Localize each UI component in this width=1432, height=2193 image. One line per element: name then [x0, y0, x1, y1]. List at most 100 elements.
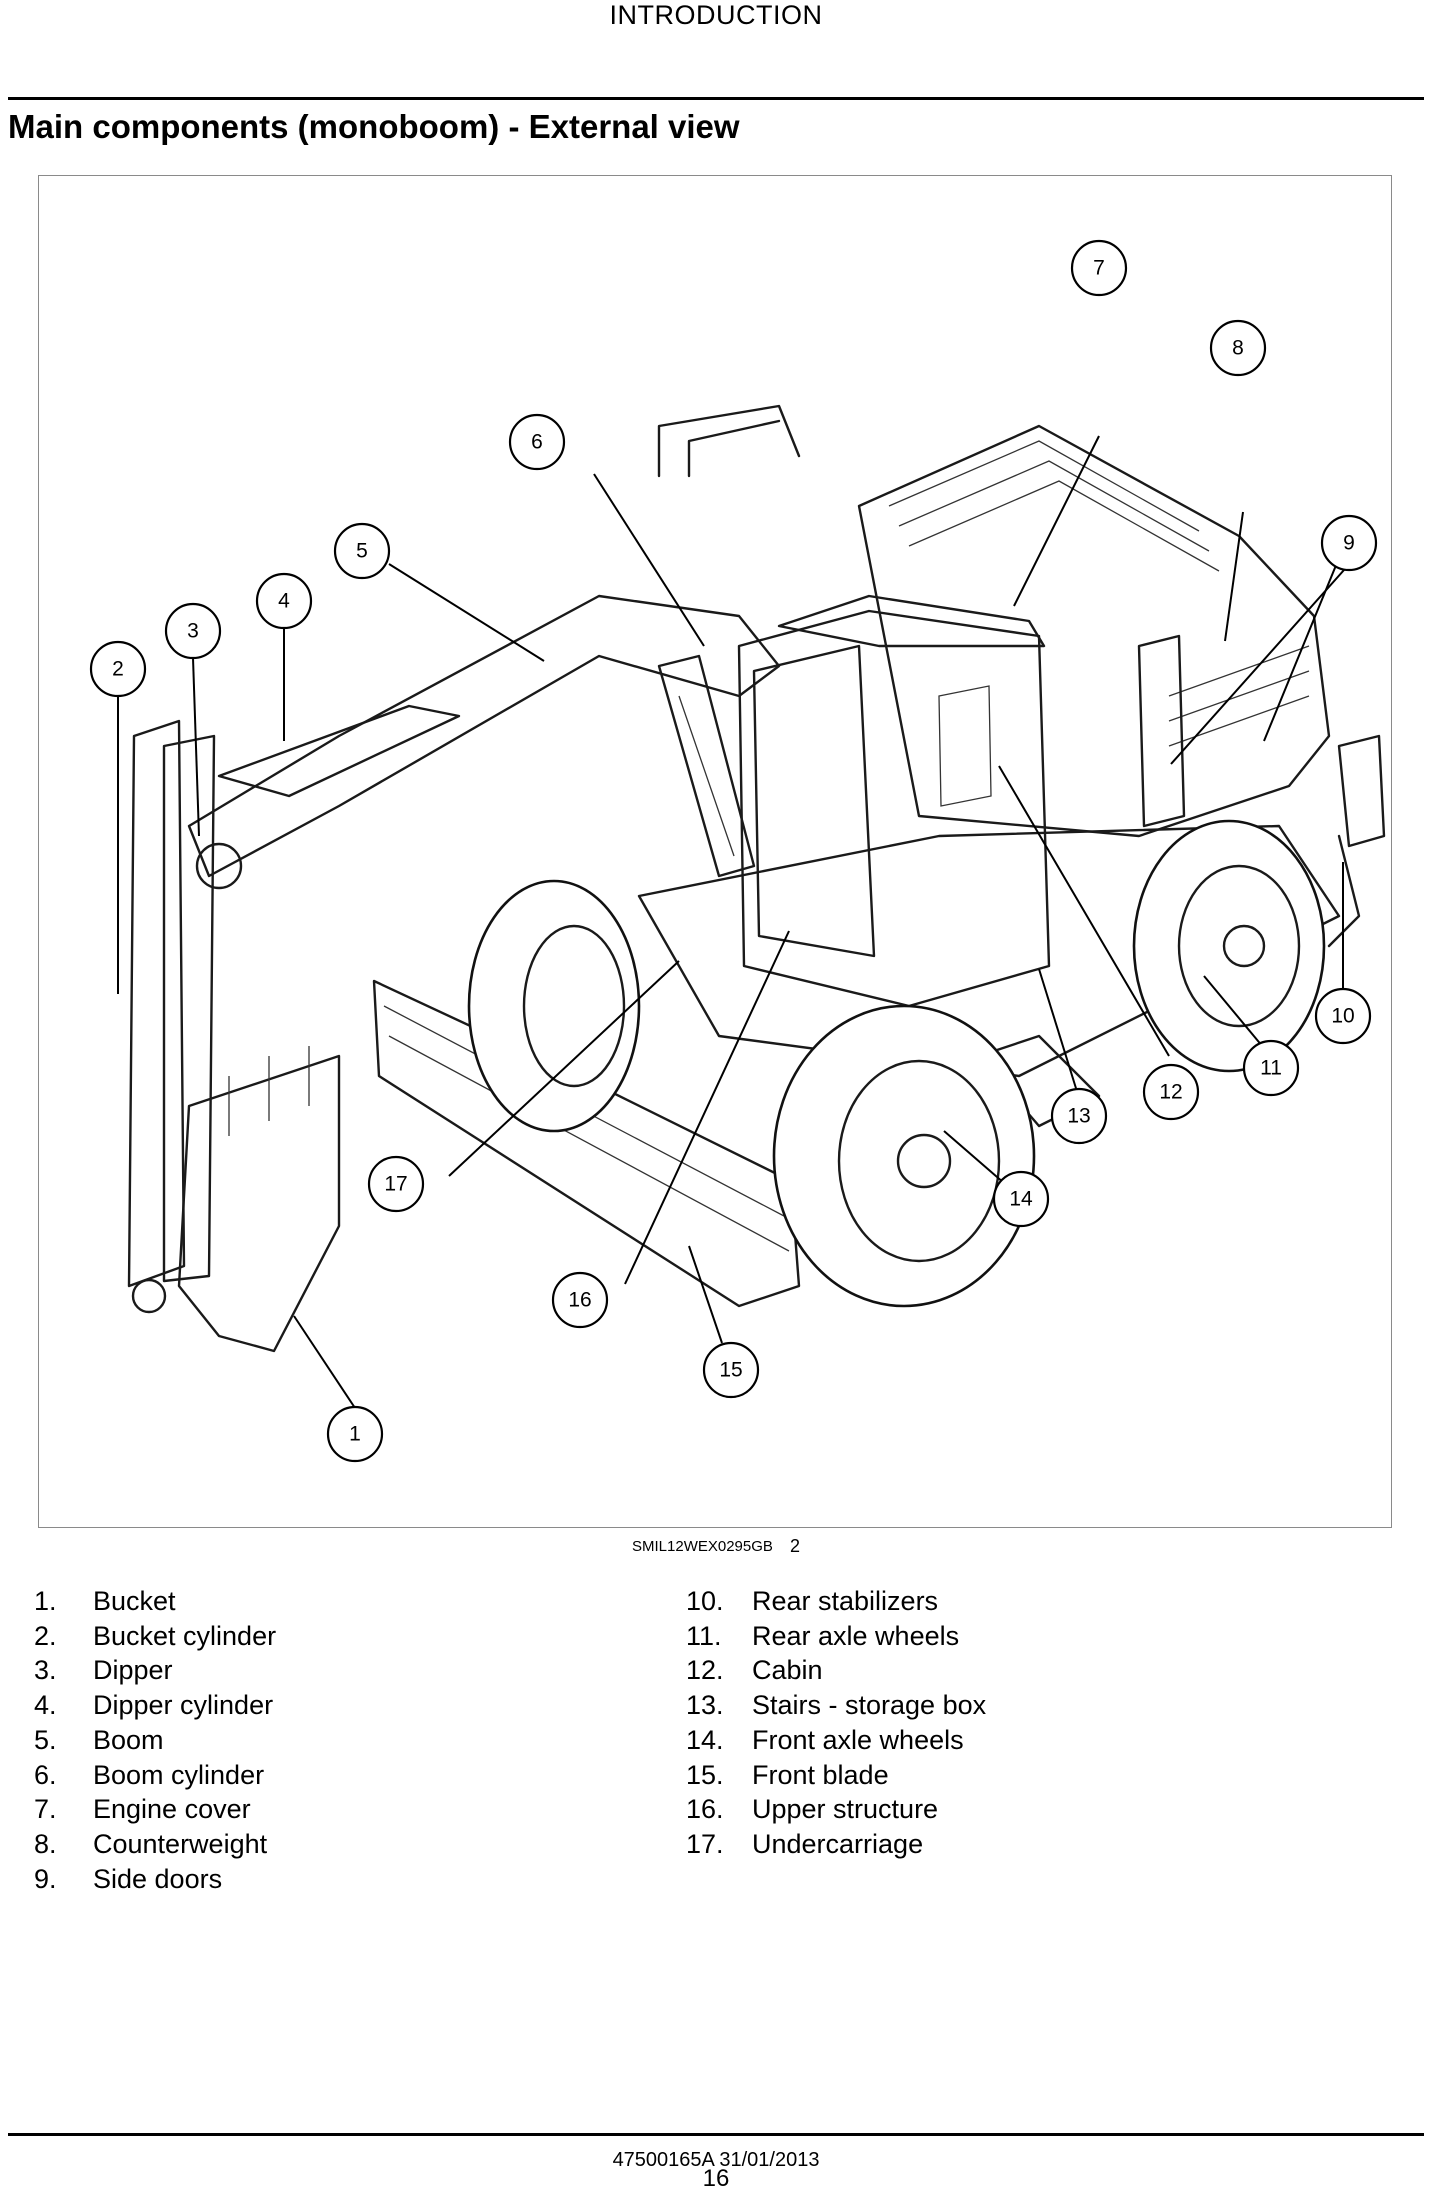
svg-text:7: 7 [1093, 257, 1105, 280]
callout-3: 3 [164, 602, 222, 660]
legend-number: 9. [34, 1863, 57, 1894]
legend-item: 10. Rear stabilizers [686, 1584, 986, 1619]
legend-item: 16.Upper structure [686, 1792, 986, 1827]
legend-right-column: 10.Rear stabilizers 11.Rear axle wheels … [686, 1584, 986, 1862]
callout-11: 11 [1242, 1039, 1300, 1097]
section-title: Main components (monoboom) - External vi… [8, 108, 740, 145]
legend-item: 3. Dipper [34, 1653, 276, 1688]
legend-label: Boom [93, 1724, 164, 1755]
legend-label: Rear stabilizers [752, 1586, 939, 1616]
legend-item: 6. Boom cylinder [34, 1758, 276, 1793]
figure-reference: SMIL12WEX0295GB [632, 1538, 773, 1555]
svg-text:15: 15 [719, 1359, 742, 1382]
footer-rule [8, 2133, 1424, 2136]
legend-item: 12. Cabin [686, 1653, 986, 1688]
legend-label: Front axle wheels [752, 1724, 964, 1755]
callout-7: 7 [1070, 239, 1128, 297]
svg-text:3: 3 [187, 620, 199, 643]
boom-cylinder-drawing [657, 654, 756, 878]
legend-label: Undercarriage [752, 1828, 924, 1859]
dipper-drawing [127, 719, 216, 1314]
svg-text:5: 5 [356, 540, 368, 563]
callout-14: 14 [992, 1170, 1050, 1228]
callout-2: 2 [89, 640, 147, 698]
callout-1: 1 [326, 1405, 384, 1463]
boom-drawing [187, 594, 781, 890]
legend-label: Bucket [93, 1586, 176, 1616]
svg-text:6: 6 [531, 431, 543, 454]
legend-item: 13. Stairs - storage box [686, 1688, 986, 1723]
footer-reference: 47500165A 31/01/2013 [612, 2149, 820, 2171]
legend-label: Counterweight [93, 1828, 268, 1859]
legend-label: Upper structure [752, 1794, 939, 1825]
legend-label: Side doors [93, 1863, 223, 1894]
svg-text:10: 10 [1331, 1005, 1354, 1028]
legend-number: 13. [686, 1690, 724, 1721]
legend-label: Engine cover [93, 1794, 251, 1825]
callout-6: 6 [508, 413, 566, 471]
svg-text:17: 17 [384, 1173, 407, 1196]
excavator-illustration: 1 2 3 4 5 6 7 8 9 10 11 12 13 14 15 16 1… [38, 175, 1392, 1528]
legend-item: 2. Bucket cylinder [34, 1619, 276, 1654]
legend-item: 11. Rear axle wheels [686, 1619, 986, 1654]
legend-label: Boom cylinder [93, 1759, 265, 1790]
legend-label: Bucket cylinder [93, 1620, 277, 1651]
page-number: 16 [702, 2165, 730, 2192]
callout-15: 15 [702, 1341, 760, 1399]
callout-leaders [117, 435, 1345, 1409]
legend-number: 4. [34, 1690, 57, 1721]
legend-number: 7. [34, 1794, 57, 1825]
legend-label: Stairs - storage box [752, 1690, 987, 1721]
legend-number: 11. [686, 1620, 722, 1651]
callout-5: 5 [333, 522, 391, 580]
legend-left-column: 1. Bucket 2. Bucket cylinder 3. Dipper 4. Di… [34, 1584, 276, 1896]
front-wheels-drawing [467, 879, 1036, 1308]
legend-item: 7. Engine cover [34, 1792, 276, 1827]
legend-number: 2. [34, 1620, 57, 1651]
legend-item: 17.Undercarriage [686, 1827, 986, 1862]
legend-item: 5. Boom [34, 1723, 276, 1758]
callout-16: 16 [551, 1271, 609, 1329]
callout-10: 10 [1314, 987, 1372, 1045]
legend-label: Dipper [93, 1655, 173, 1686]
svg-text:8: 8 [1232, 337, 1244, 360]
header-rule [8, 97, 1424, 100]
svg-text:16: 16 [568, 1289, 591, 1312]
svg-text:14: 14 [1009, 1188, 1033, 1211]
legend-item: 4. Dipper cylinder [34, 1688, 276, 1723]
guard-rail-drawing [657, 404, 801, 478]
callout-8: 8 [1209, 319, 1267, 377]
svg-text:11: 11 [1260, 1057, 1282, 1080]
legend-label: Cabin [752, 1655, 823, 1686]
rear-wheels-drawing [1132, 819, 1326, 1073]
callout-9: 9 [1320, 514, 1378, 572]
legend-item: 15. Front blade [686, 1758, 986, 1793]
svg-text:13: 13 [1067, 1105, 1090, 1128]
callout-13: 13 [1050, 1087, 1108, 1145]
legend-item: 9. Side doors [34, 1862, 276, 1897]
excavator-drawing: 1 2 3 4 5 6 7 8 9 10 11 12 13 14 15 16 1… [89, 239, 1386, 1463]
legend-number: 12. [686, 1655, 724, 1686]
legend-number: 1. [34, 1586, 57, 1616]
legend-number: 3. [34, 1655, 57, 1686]
legend-number: 8. [34, 1828, 57, 1859]
upper-structure-drawing [857, 424, 1331, 838]
svg-text:1: 1 [349, 1423, 361, 1446]
legend-number: 5. [34, 1724, 57, 1755]
svg-text:12: 12 [1159, 1081, 1182, 1104]
svg-text:4: 4 [278, 590, 290, 613]
callout-12: 12 [1142, 1063, 1200, 1121]
legend-label: Rear axle wheels [752, 1620, 960, 1651]
legend-number: 10. [686, 1586, 724, 1616]
legend-number: 15. [686, 1759, 724, 1790]
legend-label: Front blade [752, 1759, 889, 1790]
figure-number: 2 [790, 1536, 801, 1556]
legend-number: 6. [34, 1759, 57, 1790]
undercarriage-drawing [637, 734, 1386, 1128]
callout-4: 4 [255, 572, 313, 630]
cabin-drawing [737, 594, 1051, 1008]
page-header-title: INTRODUCTION [609, 0, 823, 30]
legend-label: Dipper cylinder [93, 1690, 274, 1721]
legend-item: 14.Front axle wheels [686, 1723, 986, 1758]
svg-text:2: 2 [112, 658, 124, 681]
